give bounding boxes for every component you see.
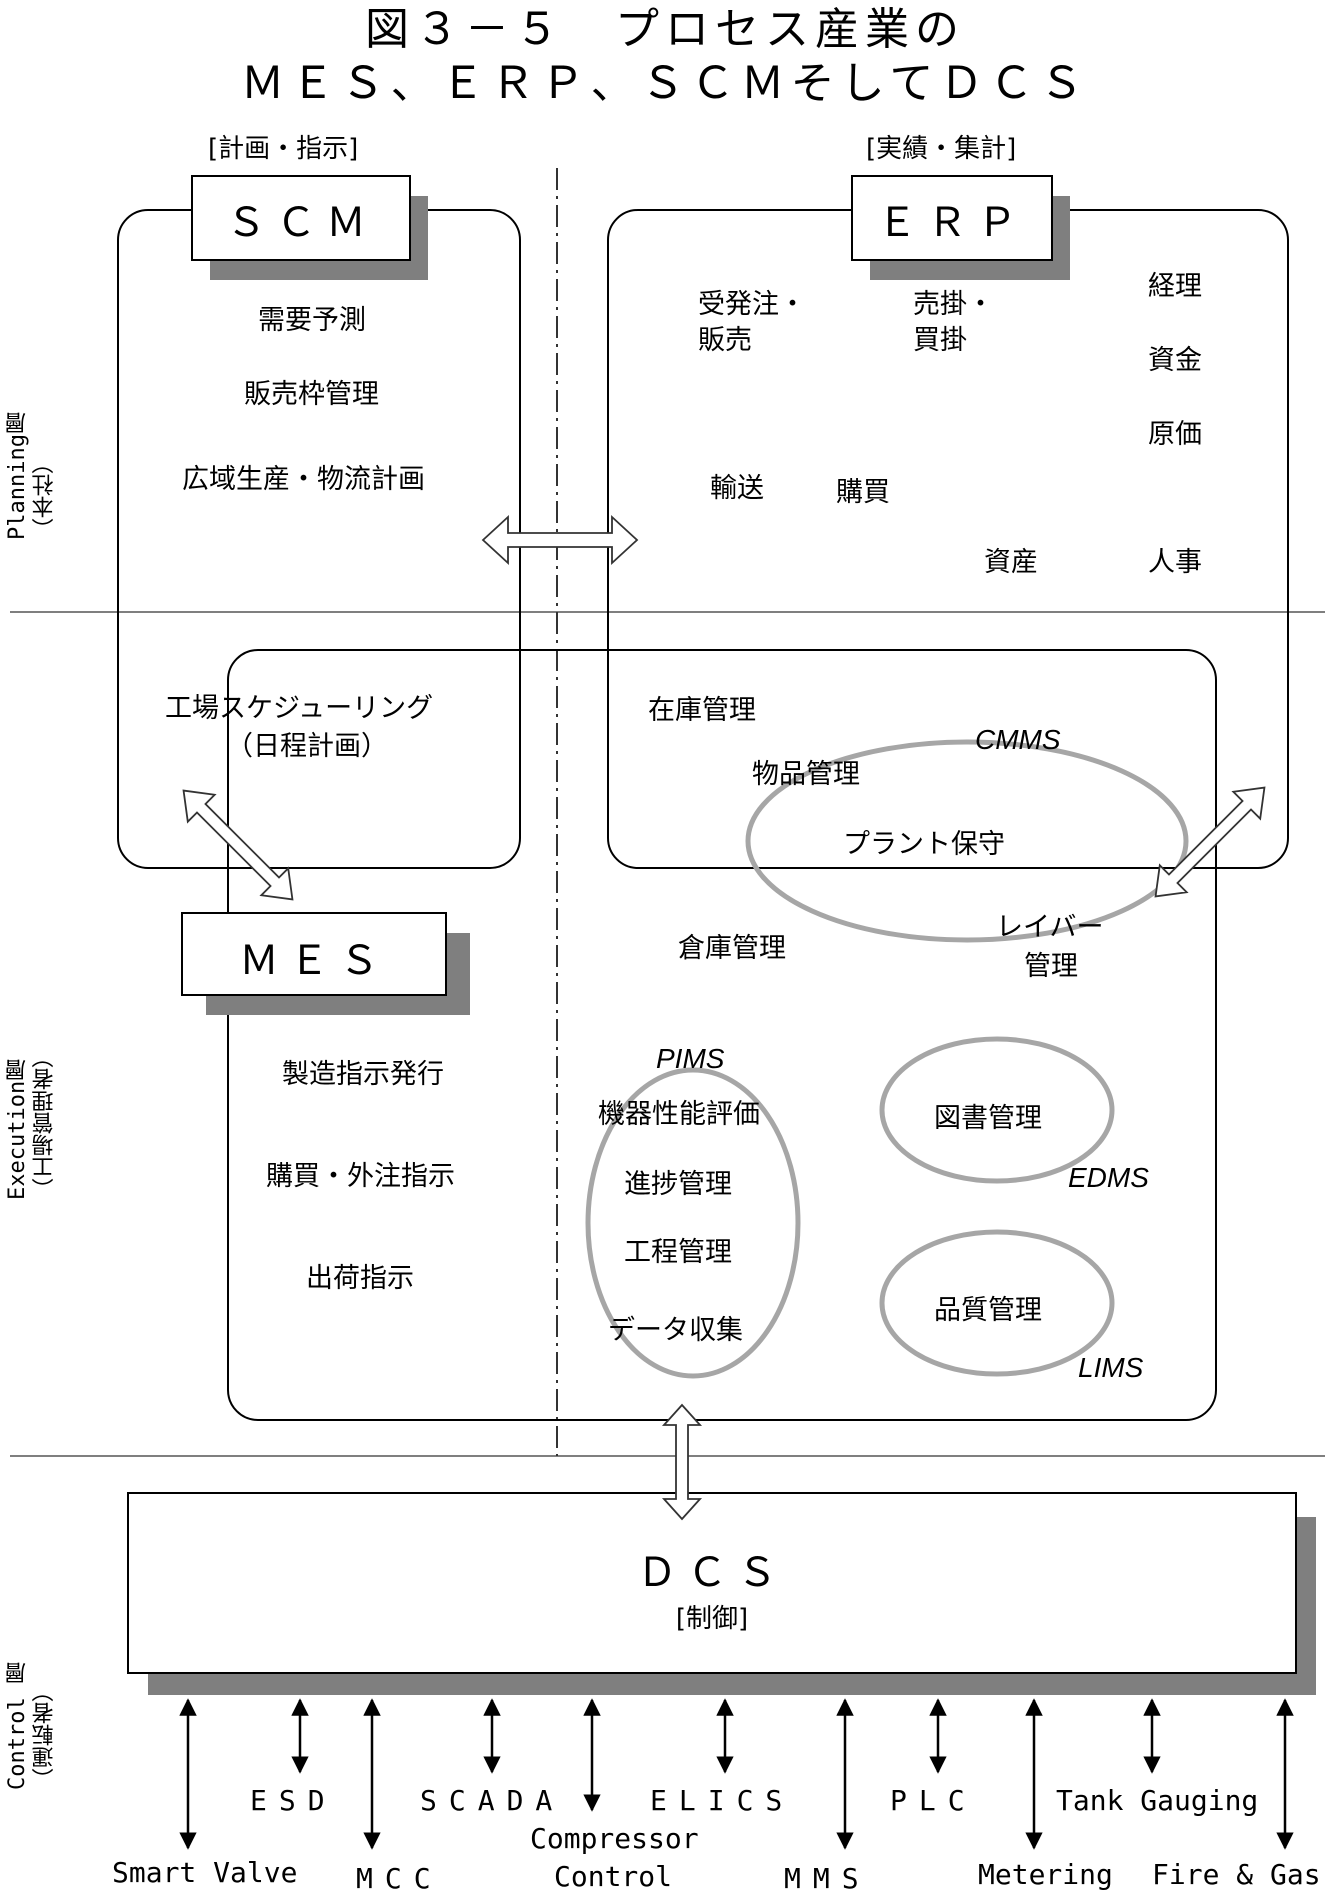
dcs-box <box>127 1492 1297 1674</box>
device-tank-gauging: Tank Gauging <box>1056 1784 1259 1817</box>
erp-label: ＥＲＰ <box>877 200 1027 246</box>
layer-label-planning: Planning層 （本社） <box>4 340 59 540</box>
device-compressor-control: Control <box>554 1860 673 1893</box>
factory-scheduling: 工場スケジューリング <box>165 693 434 724</box>
dcs-sub-label: [制御] <box>675 1604 749 1634</box>
scm-item-wide-area-planning: 広域生産・物流計画 <box>182 464 425 495</box>
device-metering: Metering <box>978 1858 1113 1891</box>
mes-pims-equipment-eval: 機器性能評価 <box>598 1099 760 1130</box>
erp-factory-double-arrow <box>1154 786 1266 898</box>
mes-pims-process: 工程管理 <box>624 1237 732 1268</box>
mes-label-box <box>181 912 447 996</box>
mes-item-production-order: 製造指示発行 <box>282 1059 444 1090</box>
mes-label: ＭＥＳ <box>239 938 389 984</box>
erp-item-purchasing: 購買 <box>836 477 890 508</box>
erp-item-orders: 受発注・ <box>698 289 806 320</box>
layer-label-control-name: Control 層 <box>5 1662 30 1790</box>
dcs-label: ＤＣＳ <box>637 1550 787 1596</box>
device-fire-gas: Fire & Gas <box>1152 1858 1321 1891</box>
factory-goods-mgmt: 物品管理 <box>752 759 860 790</box>
erp-item-funds: 資金 <box>1148 345 1202 376</box>
control-signal-arrows <box>179 1698 1294 1850</box>
erp-item-hr: 人事 <box>1148 547 1202 578</box>
device-mcc: MCC <box>356 1862 443 1895</box>
layer-label-planning-name: Planning層 <box>5 412 30 540</box>
scm-item-demand-forecast: 需要予測 <box>258 305 366 336</box>
erp-label-box <box>851 175 1053 261</box>
device-scada: SCADA <box>420 1784 565 1817</box>
column-header-results: [実績・集計] <box>866 134 1017 164</box>
lims-ellipse <box>879 1229 1115 1377</box>
erp-item-receivables: 売掛・ <box>913 289 994 320</box>
erp-item-cost: 原価 <box>1148 419 1202 450</box>
layer-label-planning-sub: （本社） <box>32 452 58 540</box>
edms-ellipse <box>879 1036 1115 1184</box>
erp-item-transport: 輸送 <box>710 473 764 504</box>
cmms-ellipse <box>745 739 1189 943</box>
erp-item-sales: 販売 <box>698 325 752 356</box>
mes-pims-progress: 進捗管理 <box>624 1169 732 1200</box>
mes-pims-label: PIMS <box>656 1043 725 1074</box>
pims-ellipse <box>585 1067 801 1379</box>
layer-label-execution-name: Execution層 <box>5 1058 30 1200</box>
device-smart-valve: Smart Valve <box>112 1856 298 1889</box>
mes-quality-mgmt: 品質管理 <box>934 1295 1042 1326</box>
layer-label-execution-sub: （工場管理者） <box>32 1046 58 1200</box>
mes-edms-label: EDMS <box>1068 1162 1149 1193</box>
factory-region <box>227 649 1217 1421</box>
mes-item-shipping: 出荷指示 <box>306 1263 414 1294</box>
factory-inventory-mgmt: 在庫管理 <box>648 695 756 726</box>
device-compressor: Compressor <box>530 1822 699 1855</box>
title-line-2: ＭＥＳ、ＥＲＰ、ＳＣＭそしてＤＣＳ <box>240 58 1090 109</box>
mes-document-mgmt: 図書管理 <box>934 1103 1042 1134</box>
mes-item-purchase-order: 購買・外注指示 <box>266 1161 455 1192</box>
mes-lims-label: LIMS <box>1078 1352 1144 1383</box>
device-esd: ESD <box>250 1784 337 1817</box>
factory-cmms-label: CMMS <box>975 724 1061 755</box>
device-mms: MMS <box>784 1862 871 1895</box>
scm-label-box <box>191 175 411 261</box>
factory-plant-maintenance: プラント保守 <box>843 829 1005 860</box>
layer-label-control: Control 層 （運転者） <box>4 1610 59 1790</box>
scm-erp-double-arrow <box>481 514 639 566</box>
factory-labor: レイバー <box>996 912 1104 943</box>
factory-warehouse-mgmt: 倉庫管理 <box>678 933 786 964</box>
erp-item-assets: 資産 <box>984 547 1038 578</box>
mes-dcs-double-arrow <box>661 1403 703 1521</box>
scm-item-sales-quota: 販売枠管理 <box>244 379 379 410</box>
layer-label-execution: Execution層 （工場管理者） <box>4 1000 59 1200</box>
layer-label-control-sub: （運転者） <box>32 1680 58 1790</box>
column-header-planning: [計画・指示] <box>208 134 359 164</box>
title-line-1: 図３－５ プロセス産業の <box>365 4 965 55</box>
device-plc: PLC <box>890 1784 977 1817</box>
erp-item-accounting: 経理 <box>1148 271 1202 302</box>
mes-pims-data-collection: データ収集 <box>608 1315 743 1346</box>
factory-labor-mgmt: 管理 <box>1024 951 1078 982</box>
erp-item-payables: 買掛 <box>913 325 967 356</box>
scm-mes-double-arrow <box>182 789 294 901</box>
scm-label: ＳＣＭ <box>226 200 376 246</box>
device-elics: ELICS <box>650 1784 795 1817</box>
factory-schedule-plan: （日程計画） <box>226 731 388 762</box>
